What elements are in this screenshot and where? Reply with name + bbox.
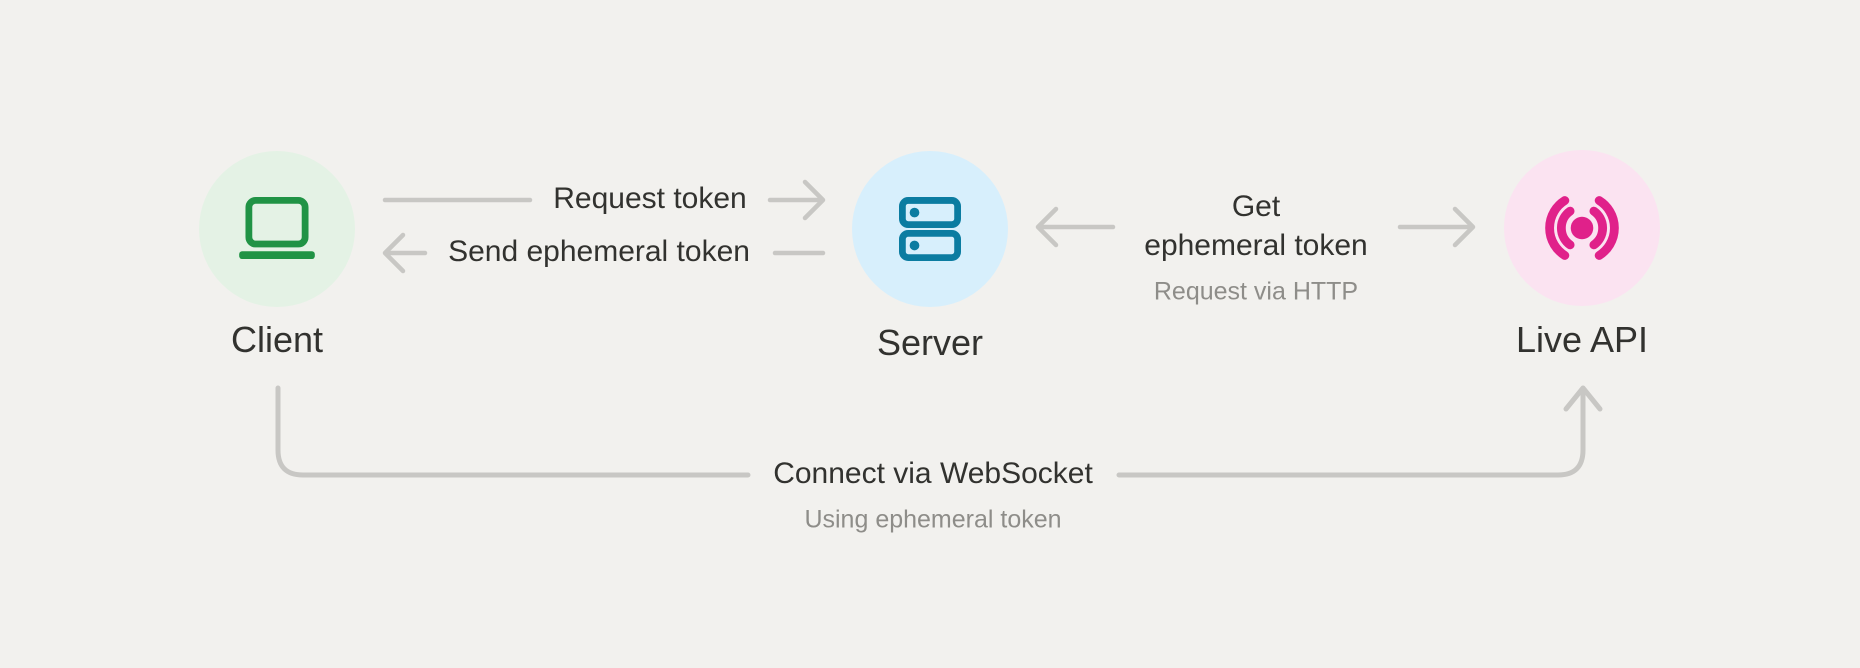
live-api-node	[1504, 150, 1660, 306]
websocket-path-left	[275, 385, 751, 478]
get-ephemeral-token-label-line1: Get	[1231, 190, 1281, 223]
request-via-http-sublabel: Request via HTTP	[1153, 277, 1359, 306]
connect-websocket-label: Connect via WebSocket	[773, 457, 1093, 490]
get-token-arrowhead-right	[1452, 206, 1476, 248]
request-token-arrowhead	[802, 179, 826, 221]
websocket-arrowhead	[1563, 385, 1603, 412]
laptop-icon	[239, 197, 315, 260]
using-ephemeral-token-sublabel: Using ephemeral token	[804, 505, 1062, 534]
server-icon	[899, 197, 961, 261]
server-node-label: Server	[876, 322, 984, 363]
broadcast-icon	[1545, 196, 1619, 260]
websocket-path-right	[1116, 389, 1586, 478]
client-node	[199, 151, 355, 307]
request-token-label: Request token	[553, 182, 747, 215]
client-node-label: Client	[230, 319, 324, 360]
get-token-arrowhead-left	[1035, 206, 1059, 248]
server-node	[852, 151, 1008, 307]
get-ephemeral-token-label-line2: ephemeral token	[1144, 229, 1368, 262]
send-token-arrowhead	[382, 232, 406, 274]
live-api-node-label: Live API	[1515, 319, 1649, 360]
send-ephemeral-token-label: Send ephemeral token	[448, 235, 750, 268]
